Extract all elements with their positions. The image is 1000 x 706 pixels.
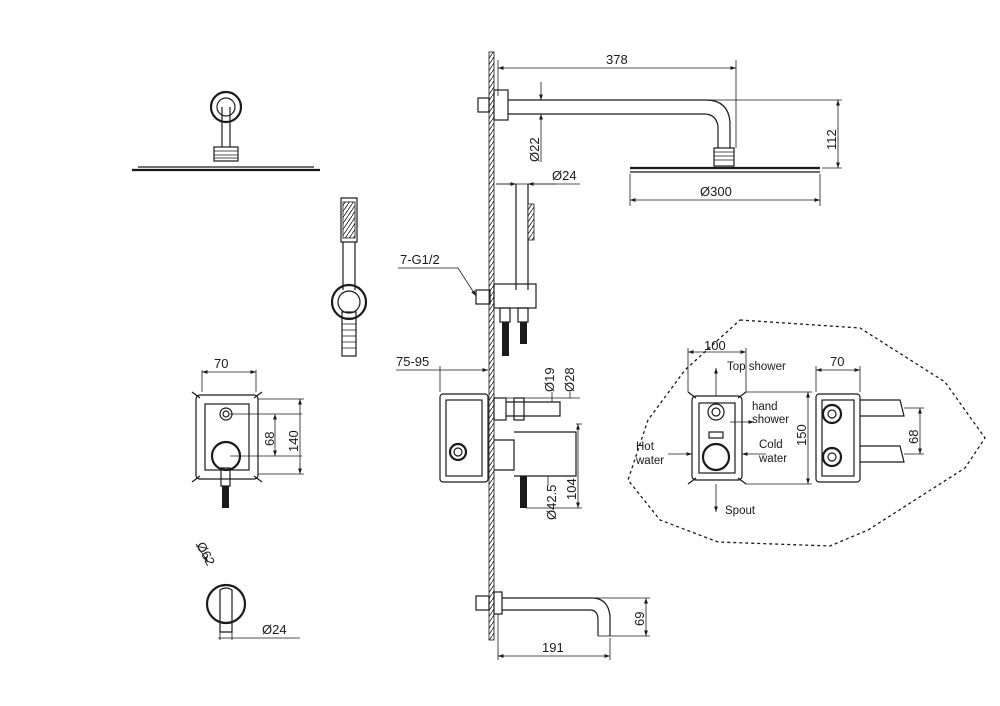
label-spout: Spout [725,505,756,517]
mixer-box-front-view [191,391,302,508]
dim-detail-height-label: 150 [794,424,809,446]
label-hand-shower-2: shower [752,414,789,426]
spout-side-view [475,591,611,637]
detail-port-labels: Top shower hand shower Hot water Cold wa… [635,361,789,517]
dim-detail-width-label: 100 [704,338,726,353]
dim-body-height-label: 104 [564,478,579,500]
dim-stem-d28-label: Ø28 [562,367,577,392]
dim-arm-diameter-label: Ø22 [527,137,542,162]
dim-plate-diameter-label: Ø62 [193,539,218,568]
detail-port-arrows [668,368,766,512]
detail-box-side [815,393,905,483]
dim-box-height: 140 [258,398,304,475]
shower-head-front-view [132,90,320,172]
detail-boundary [627,319,986,547]
dim-head-diameter: Ø300 [629,174,821,206]
dim-box-height-label: 140 [286,430,301,452]
label-hot-1: Hot [636,441,655,453]
wall-section [488,51,495,641]
dim-arm-diameter: Ø22 [527,82,543,162]
dim-spout-drop-label: 69 [632,612,647,626]
dim-wall-depth: 75-95 [396,354,488,392]
thread-label: 7-G1/2 [400,252,440,267]
dim-riser-diameter-label: Ø24 [552,168,577,183]
dim-arm-drop: 112 [708,99,842,169]
dim-spout-length: 191 [497,614,611,660]
label-cold-2: water [758,453,787,465]
dim-arm-length-label: 378 [606,52,628,67]
dim-detail-side-width: 70 [815,354,861,392]
label-hot-2: water [635,455,664,467]
dim-port-spacing-label: 68 [262,432,277,446]
shower-arm-side-view [477,89,820,173]
dim-box-width-label: 70 [214,356,228,371]
dim-handle: Ø42.5 104 [526,423,582,520]
spout-front-view: Ø62 Ø24 [193,539,300,640]
dim-spout-length-label: 191 [542,640,564,655]
dim-stem-diameters: Ø19 Ø28 [506,367,580,402]
detail-box-front [687,391,747,485]
dim-detail-side-spacing: 68 [904,407,924,455]
label-cold-1: Cold [759,439,783,451]
dim-detail-height: 150 [746,391,812,485]
dim-spout-outlet-label: Ø24 [262,622,287,637]
label-hand-shower-1: hand [752,401,778,413]
dim-handle-d42-label: Ø42.5 [544,485,559,520]
dim-spout-drop: 69 [594,597,650,637]
dim-arm-length: 378 [497,52,737,148]
thread-callout: 7-G1/2 [398,252,477,297]
dim-stem-d19-label: Ø19 [542,367,557,392]
dim-box-width: 70 [201,356,257,392]
dim-detail-width: 100 [687,338,747,392]
dim-arm-drop-label: 112 [824,129,839,150]
dim-head-diameter-label: Ø300 [700,184,732,199]
riser-side-view: Ø24 [475,168,580,356]
hand-shower-view [330,197,368,357]
label-top-shower: Top shower [727,361,786,373]
dim-wall-depth-label: 75-95 [396,354,429,369]
mixer-body-side-view [439,393,577,508]
dim-port-spacing: 68 [262,414,277,456]
dim-detail-side-spacing-label: 68 [906,430,921,444]
dim-detail-side-width-label: 70 [830,354,844,369]
